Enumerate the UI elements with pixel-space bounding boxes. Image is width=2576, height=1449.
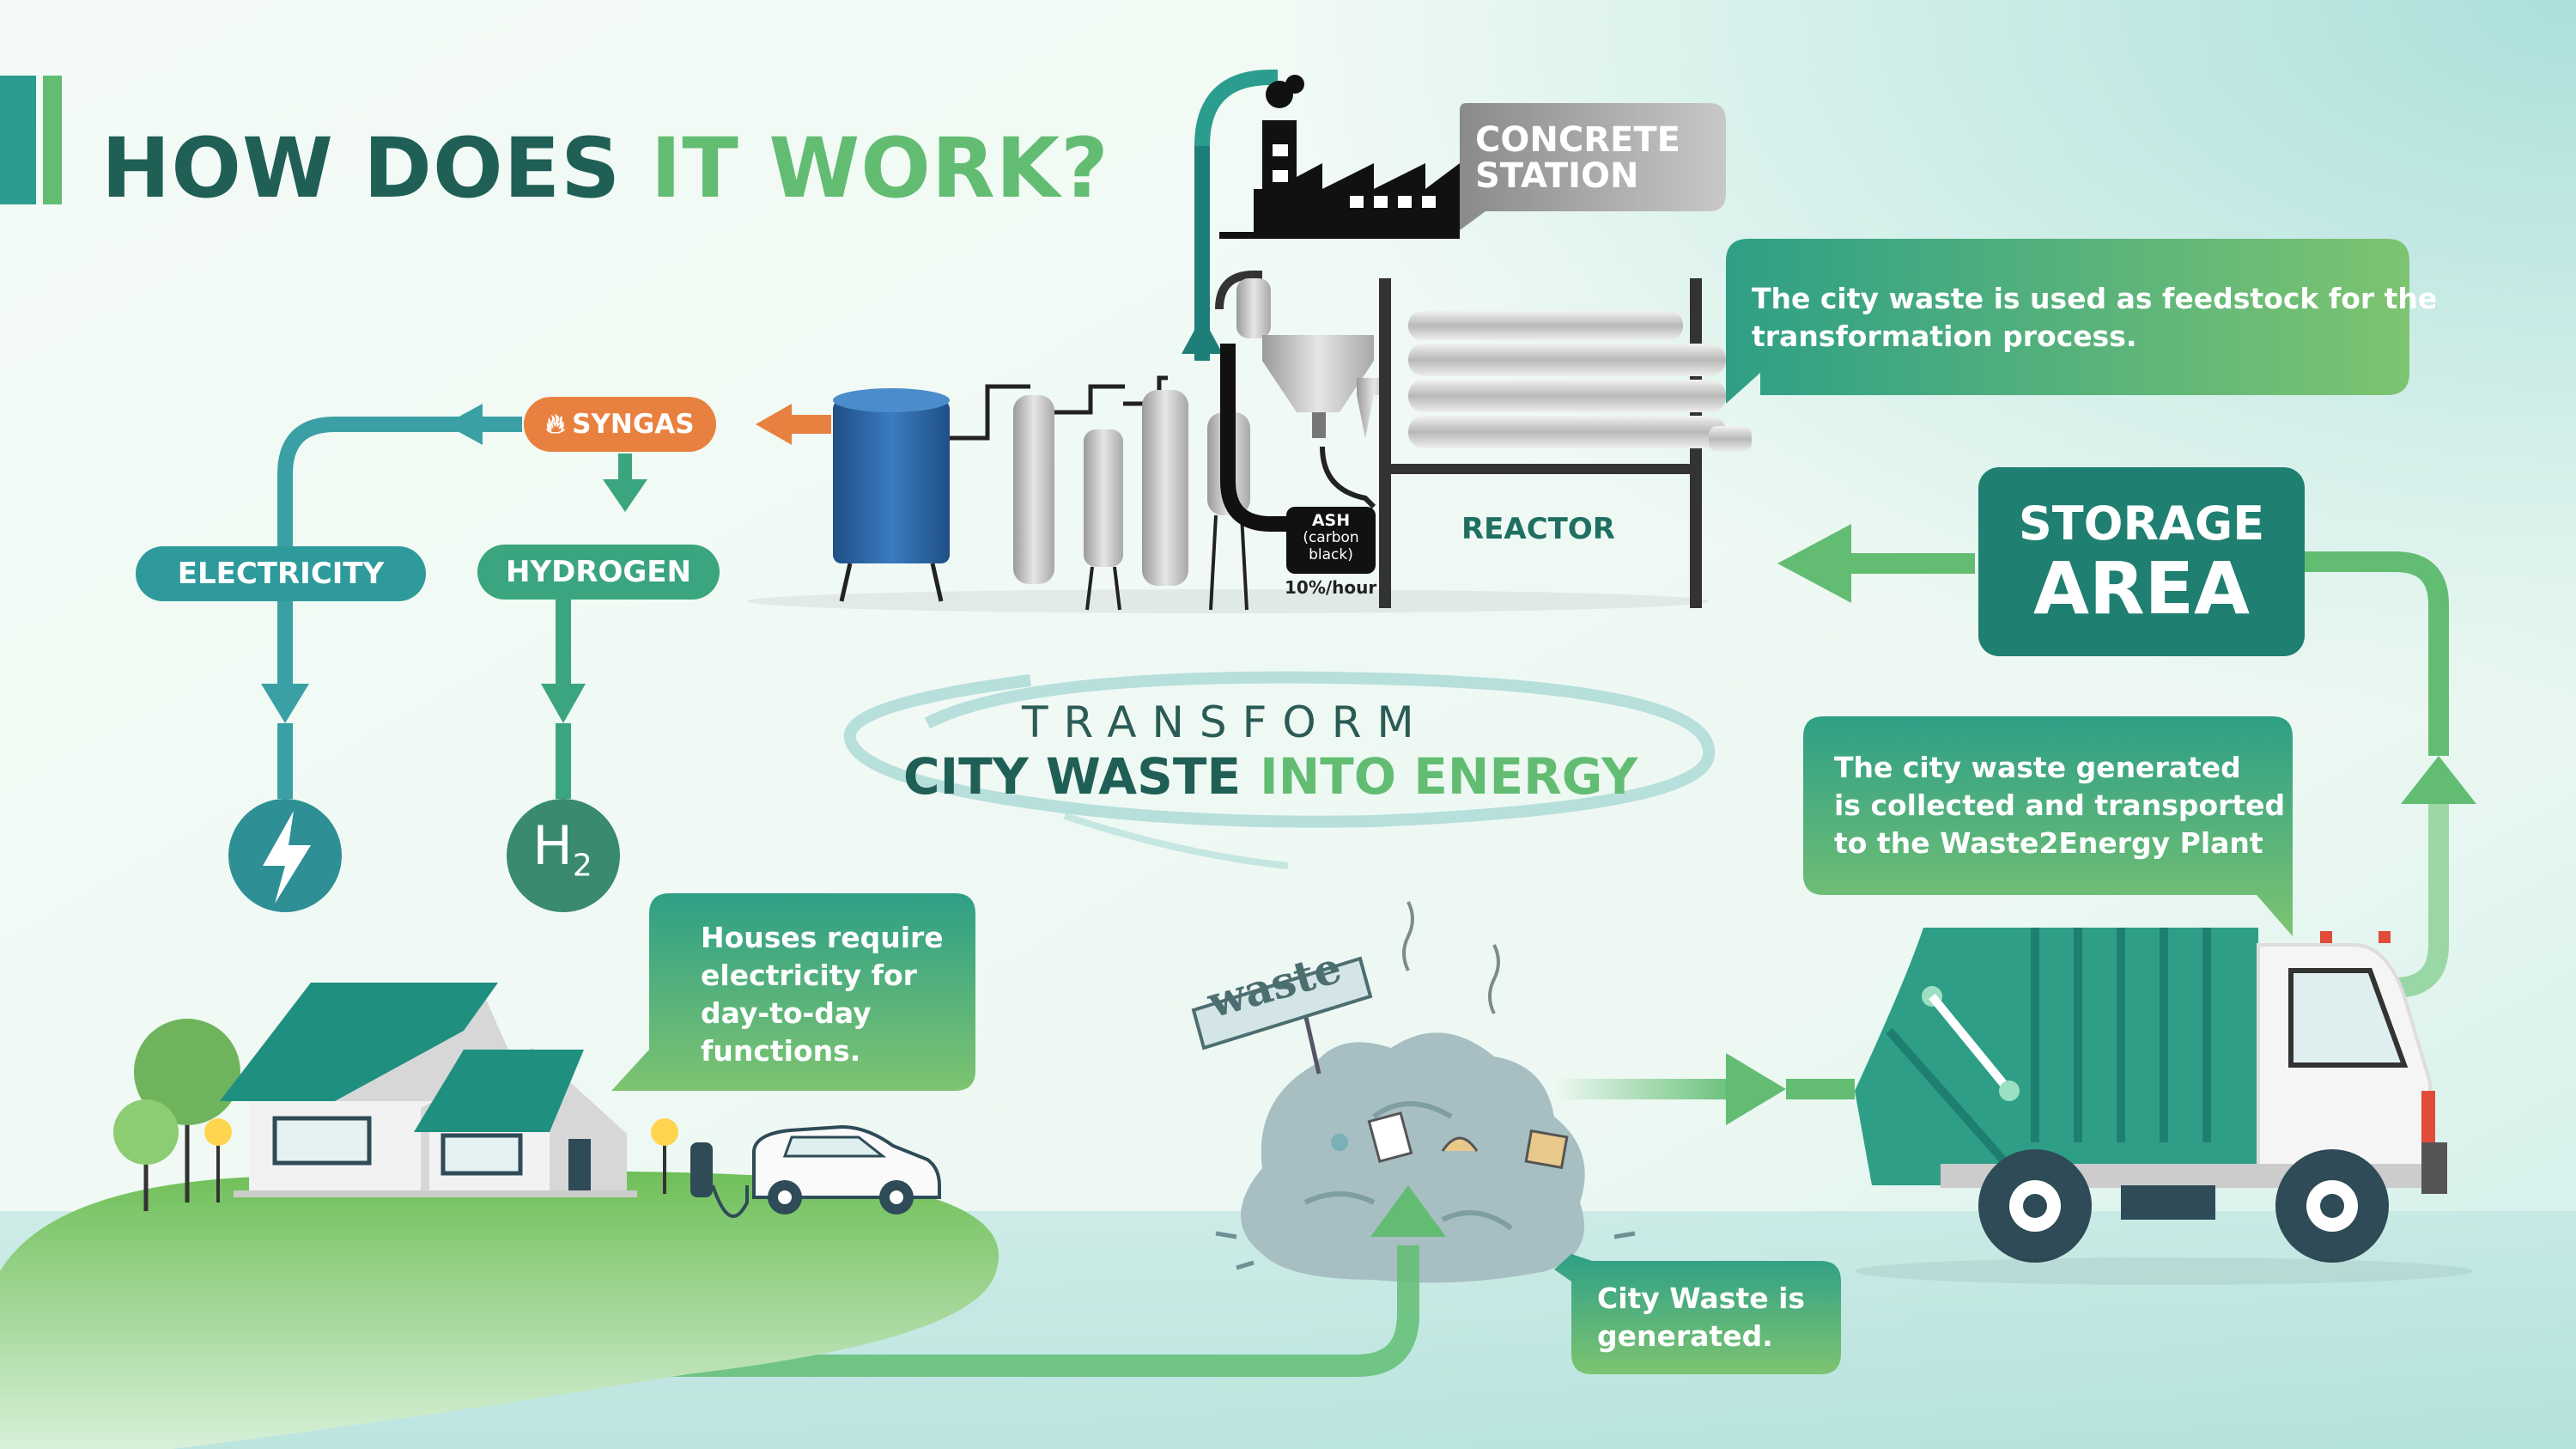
generated-bubble [1554,1254,1841,1374]
concrete-line1: CONCRETE [1475,120,1680,160]
collected-bubble [1803,716,2293,936]
page-title: HOW DOES IT WORK? [101,120,1109,216]
syngas-pill [524,397,716,452]
ash-title: ASH [1311,511,1351,530]
car-icon [651,1118,941,1218]
generated-line2: generated. [1597,1319,1773,1353]
houses-line4: functions. [701,1034,861,1068]
generated-text: City Waste is generated. [1597,1280,1805,1355]
feedstock-bubble [1726,239,2409,404]
feedstock-text: The city waste is used as feedstock for … [1752,280,2437,356]
flame-icon: 🔥︎ [545,408,566,440]
ash-label: ASH (carbon black) [1286,512,1376,563]
hill [0,1171,999,1449]
hydrogen-symbol: H2 [507,814,618,883]
hydrogen-pill [477,545,720,600]
concrete-station-bubble [1460,103,1726,230]
concrete-line2: STATION [1475,156,1639,196]
transform-line1: TRANSFORM [1022,697,1430,747]
transform-line2: CITY WASTE INTO ENERGY [903,747,1637,806]
waste-pile-icon [1191,901,1636,1283]
ash-line1: (carbon [1303,529,1359,546]
ash-line2: black) [1309,546,1353,563]
transform-line2a: CITY WASTE [903,747,1242,806]
title-part1: HOW DOES [101,120,651,216]
hydrogen-label: HYDROGEN [506,555,691,589]
h2-sub: 2 [572,848,592,884]
syngas-label: 🔥︎SYNGAS [524,397,716,452]
generated-line1: City Waste is [1597,1282,1806,1315]
houses-line2: electricity for [701,959,917,992]
storage-line1: STORAGE [2018,496,2265,551]
electricity-label: ELECTRICITY [177,557,385,591]
collected-line2: is collected and transported [1834,788,2286,822]
tank-icon [833,388,950,602]
factory-icon [1194,70,1460,344]
storage-area-box [1978,467,2305,656]
syngas-text: SYNGAS [572,409,695,440]
garbage-truck-icon [1855,928,2473,1285]
ash-rate: 10%/hour [1285,577,1377,598]
concrete-station-label: CONCRETE STATION [1475,122,1680,194]
transform-line2b: INTO ENERGY [1260,747,1638,806]
feedstock-line2: transformation process. [1752,320,2137,353]
hydrogen-circle [507,799,620,912]
electricity-pill [136,546,426,601]
houses-text: Houses require electricity for day-to-da… [701,919,944,1070]
feedstock-line1: The city waste is used as feedstock for … [1752,282,2438,315]
reactor-label: REACTOR [1461,512,1615,546]
storage-line2: AREA [2032,546,2251,630]
collected-line3: to the Waste2Energy Plant [1834,826,2263,860]
houses-line1: Houses require [701,921,944,954]
title-part2: IT WORK? [650,120,1109,216]
h2-letter: H [532,814,573,877]
ash-box [1286,507,1376,574]
collected-text: The city waste generated is collected an… [1834,749,2285,862]
collected-line1: The city waste generated [1834,751,2241,784]
houses-bubble [611,893,975,1091]
lightning-icon [263,811,311,904]
house-icon [220,983,637,1197]
houses-line3: day-to-day [701,996,872,1030]
reactor [1379,278,1752,608]
tree-icon [113,1019,240,1211]
